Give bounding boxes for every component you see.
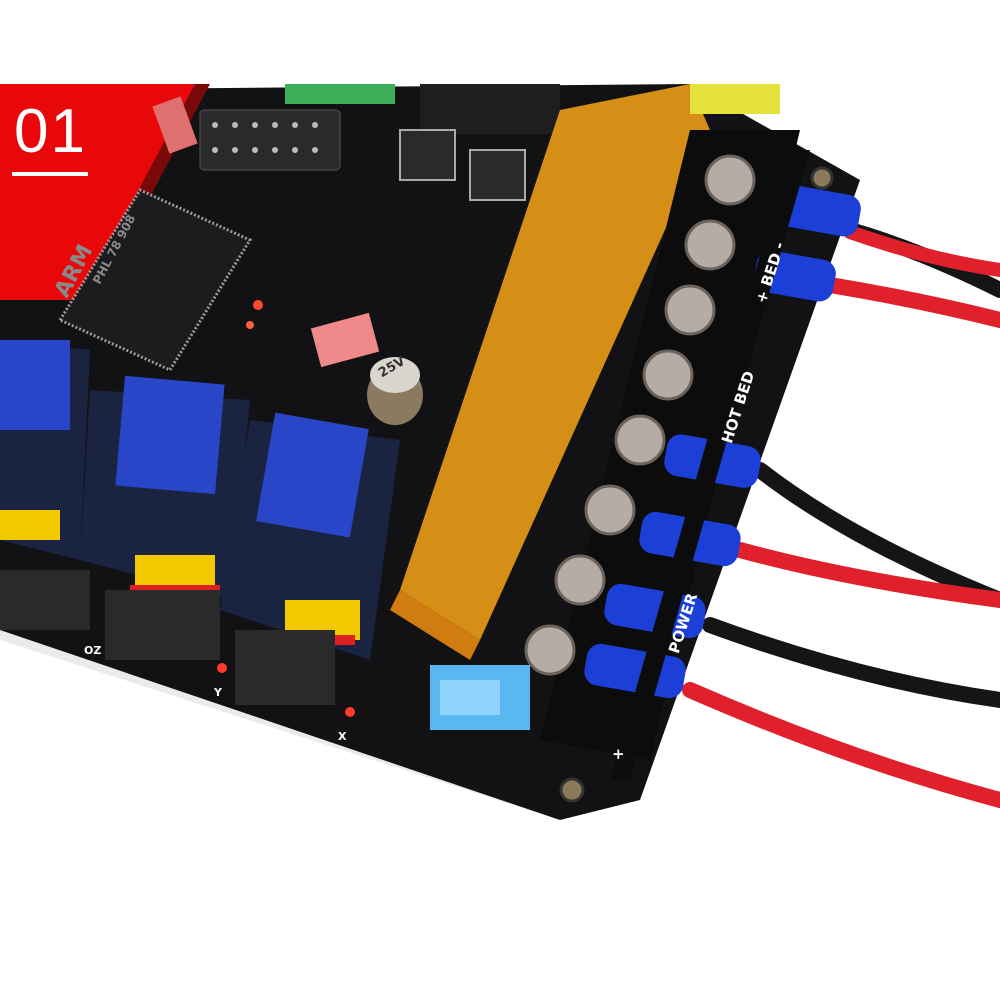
terminal-screws bbox=[524, 154, 756, 676]
status-led bbox=[253, 300, 263, 310]
arm-chip bbox=[57, 188, 253, 372]
fuse-blue bbox=[430, 665, 530, 730]
axis-label-y: Y bbox=[214, 686, 222, 699]
red-badge-background bbox=[0, 84, 195, 300]
terminal-cover bbox=[400, 84, 710, 640]
step-number-badge: 01 bbox=[14, 97, 87, 166]
stepper-driver-1 bbox=[0, 340, 90, 560]
capacitor bbox=[367, 357, 423, 425]
terminal-label-power-plus: + bbox=[612, 745, 625, 763]
mounting-hole bbox=[559, 777, 585, 803]
mounting-hole bbox=[810, 166, 834, 190]
pin-headers bbox=[199, 109, 341, 171]
fuse-yellow bbox=[690, 84, 780, 114]
axis-label-oz: OZ bbox=[84, 644, 102, 657]
power-wires bbox=[682, 222, 1000, 808]
badge-underline bbox=[12, 172, 88, 176]
axis-label-x: X bbox=[338, 730, 347, 743]
stepper-driver-2 bbox=[80, 375, 250, 600]
